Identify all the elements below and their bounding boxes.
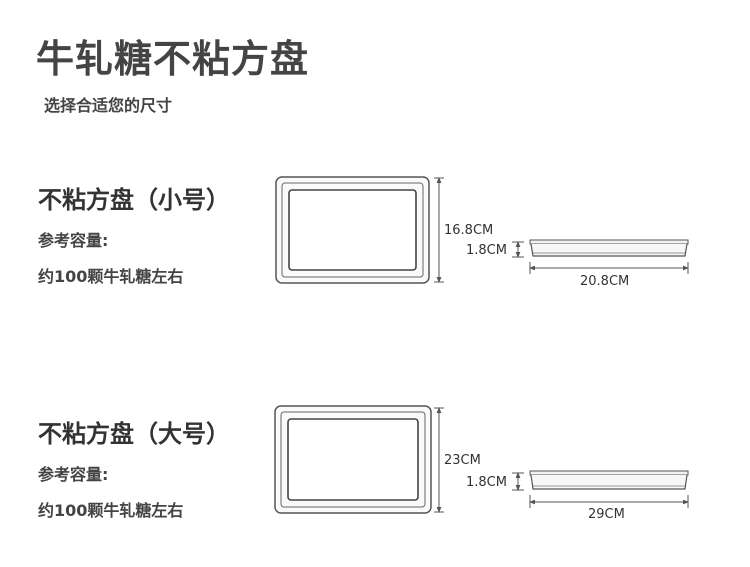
small-tray-side-view: [512, 239, 689, 274]
capacity-label: 参考容量:: [38, 465, 109, 484]
section-small: 不粘方盘（小号） 参考容量: 约100颗牛轧糖左右: [38, 180, 230, 287]
small-tray-top-view: [275, 176, 430, 284]
section-title: 不粘方盘（大号）: [38, 420, 230, 448]
small-depth-label: 1.8CM: [466, 243, 507, 258]
large-height-dimension: [434, 407, 444, 513]
page-subtitle: 选择合适您的尺寸: [44, 96, 173, 115]
large-width-label: 29CM: [588, 507, 625, 522]
large-tray-side-view: [512, 470, 689, 508]
capacity-desc: 约100颗牛轧糖左右: [38, 501, 184, 520]
large-height-label: 23CM: [444, 453, 481, 468]
large-depth-label: 1.8CM: [466, 475, 507, 490]
small-height-label: 16.8CM: [444, 223, 493, 238]
small-width-label: 20.8CM: [580, 274, 629, 289]
page-title: 牛轧糖不粘方盘: [36, 37, 310, 81]
section-title: 不粘方盘（小号）: [38, 186, 230, 214]
section-large: 不粘方盘（大号） 参考容量: 约100颗牛轧糖左右: [38, 414, 230, 521]
small-height-dimension: [434, 177, 444, 283]
capacity-label: 参考容量:: [38, 231, 109, 250]
large-tray-top-view: [274, 405, 432, 514]
capacity-desc: 约100颗牛轧糖左右: [38, 267, 184, 286]
